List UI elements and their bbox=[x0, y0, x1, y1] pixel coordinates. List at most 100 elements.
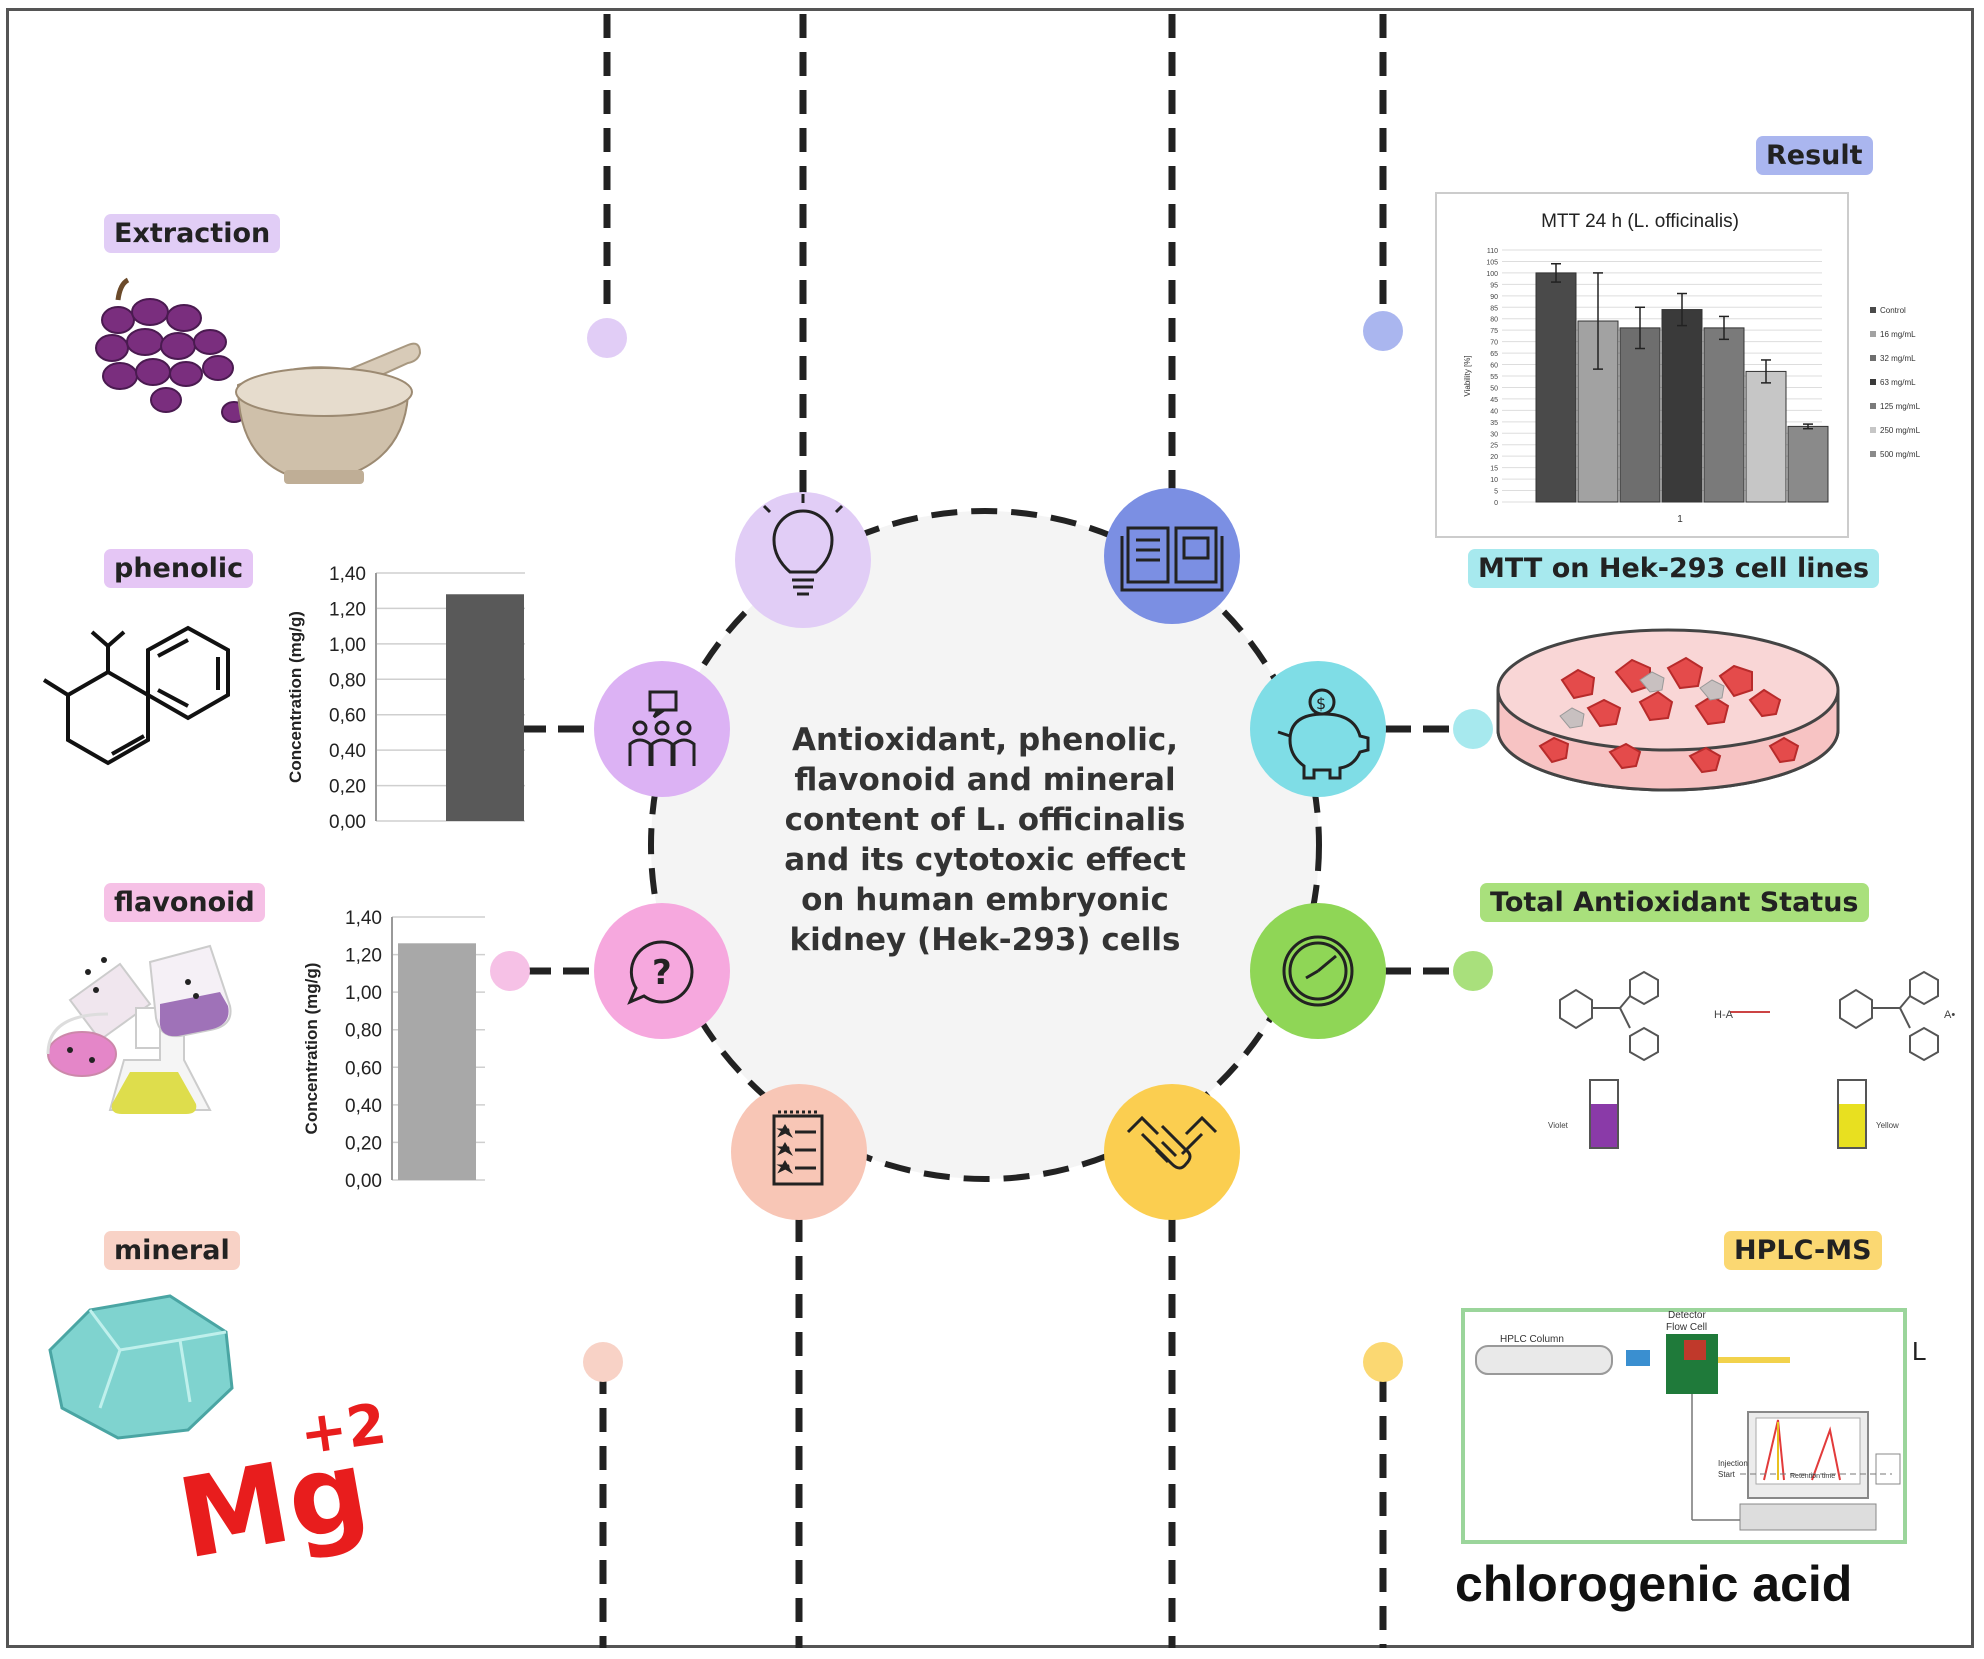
mtt-bar bbox=[1787, 425, 1829, 503]
y-tick-label: 75 bbox=[1490, 328, 1498, 335]
y-tick-label: 95 bbox=[1490, 282, 1498, 289]
y-tick-label: 105 bbox=[1486, 259, 1498, 266]
hplc-column-label: HPLC Column bbox=[1500, 1334, 1564, 1345]
y-tick-label: 60 bbox=[1490, 363, 1498, 370]
hplc-flow-cell-label: Flow Cell bbox=[1666, 1322, 1707, 1333]
mtt-bar bbox=[1661, 309, 1703, 503]
legend-label: 125 mg/mL bbox=[1880, 402, 1921, 411]
dot-hplc bbox=[1363, 1342, 1403, 1382]
y-tick-label: 65 bbox=[1490, 351, 1498, 358]
y-tick-label: 0,00 bbox=[345, 1171, 382, 1192]
y-axis-label: Concentration (mg/g) bbox=[302, 963, 321, 1135]
y-tick-label: 50 bbox=[1490, 385, 1498, 392]
y-tick-label: 110 bbox=[1487, 248, 1498, 255]
bar bbox=[398, 943, 476, 1180]
phenolic-structure-icon bbox=[42, 625, 230, 766]
petri-dish-illustration bbox=[1496, 628, 1840, 792]
y-tick-label: 0,80 bbox=[345, 1021, 382, 1042]
y-tick-label: 0,60 bbox=[329, 706, 366, 727]
piggy-bank-icon: $ bbox=[1277, 688, 1370, 780]
center-circle bbox=[648, 508, 1322, 1182]
hplc-injection-label: Injection bbox=[1718, 1459, 1748, 1468]
y-tick-label: 0,00 bbox=[329, 812, 366, 833]
hplc-edge-mark: L bbox=[1912, 1336, 1926, 1366]
mtt-chart: MTT 24 h (L. officinalis)051015202530354… bbox=[1435, 192, 1921, 538]
label-result: Result bbox=[1756, 136, 1873, 175]
y-tick-label: 90 bbox=[1490, 294, 1498, 301]
node-handshake bbox=[1104, 1084, 1240, 1220]
y-tick-label: 0,40 bbox=[329, 741, 366, 762]
y-tick-label: 0,40 bbox=[345, 1096, 382, 1117]
y-tick-label: 0,60 bbox=[345, 1058, 382, 1079]
y-tick-label: 0,80 bbox=[329, 670, 366, 691]
legend-swatch bbox=[1870, 331, 1876, 337]
y-tick-label: 1,40 bbox=[345, 908, 382, 929]
mortar-pestle-illustration bbox=[235, 342, 422, 484]
y-tick-label: 70 bbox=[1490, 340, 1498, 347]
y-tick-label: 0,20 bbox=[329, 777, 366, 798]
vertical-connectors bbox=[599, 14, 1387, 1648]
svg-text:?: ? bbox=[652, 953, 672, 993]
y-tick-label: 1,20 bbox=[329, 599, 366, 620]
mineral-charge: +2 bbox=[296, 1392, 390, 1468]
legend-label: 63 mg/mL bbox=[1880, 378, 1916, 387]
dpph-color-before-label: Violet bbox=[1548, 1121, 1569, 1130]
mtt-bar bbox=[1703, 327, 1745, 503]
y-tick-label: 45 bbox=[1490, 397, 1498, 404]
y-tick-label: 1,00 bbox=[329, 635, 366, 656]
clock-icon bbox=[1282, 935, 1354, 1007]
question-bubble-icon: ? bbox=[627, 940, 694, 1005]
node-checklist bbox=[731, 1084, 867, 1220]
node-people bbox=[594, 661, 730, 797]
y-tick-label: 15 bbox=[1490, 466, 1498, 473]
flavonoid-flasks-illustration bbox=[46, 944, 232, 1114]
open-book-icon bbox=[1120, 526, 1224, 592]
y-tick-label: 80 bbox=[1490, 317, 1498, 324]
lightbulb-icon bbox=[762, 494, 844, 596]
legend-swatch bbox=[1870, 403, 1876, 409]
y-tick-label: 85 bbox=[1490, 305, 1498, 312]
label-tas: Total Antioxidant Status bbox=[1480, 883, 1869, 922]
node-book bbox=[1104, 488, 1240, 624]
dot-mtt bbox=[1453, 709, 1493, 749]
mtt-bar bbox=[1619, 327, 1661, 503]
y-axis-label: Viability [%] bbox=[1463, 355, 1472, 396]
y-tick-label: 5 bbox=[1494, 489, 1498, 496]
y-tick-label: 0,20 bbox=[345, 1133, 382, 1154]
dot-flavonoid bbox=[490, 951, 530, 991]
phenolic-chart: 1,401,201,000,800,600,400,200,00Concentr… bbox=[286, 564, 525, 833]
dpph-reaction-diagram bbox=[1559, 970, 1939, 1149]
hplc-peak-label: Retention time bbox=[1790, 1473, 1835, 1480]
label-mineral: mineral bbox=[104, 1231, 240, 1270]
horizontal-connectors bbox=[520, 725, 1460, 975]
svg-text:$: $ bbox=[1316, 694, 1326, 713]
legend-swatch bbox=[1870, 355, 1876, 361]
legend-swatch bbox=[1870, 427, 1876, 433]
y-tick-label: 30 bbox=[1490, 431, 1498, 438]
legend-label: 250 mg/mL bbox=[1880, 426, 1921, 435]
hplc-detector-label: Detector bbox=[1668, 1310, 1706, 1321]
chart-title: MTT 24 h (L. officinalis) bbox=[1541, 211, 1739, 232]
mtt-bar bbox=[1745, 370, 1787, 503]
hplc-diagram bbox=[1461, 1308, 1907, 1544]
y-tick-label: 0 bbox=[1494, 500, 1498, 507]
dpph-color-after-label: Yellow bbox=[1876, 1121, 1899, 1130]
dot-extraction bbox=[587, 318, 627, 358]
y-tick-label: 1,20 bbox=[345, 946, 382, 967]
node-question: ? bbox=[594, 903, 730, 1039]
label-phenolic: phenolic bbox=[104, 549, 254, 588]
legend-label: 32 mg/mL bbox=[1880, 354, 1916, 363]
y-tick-label: 1,00 bbox=[345, 983, 382, 1004]
dot-result bbox=[1363, 311, 1403, 351]
legend-label: 16 mg/mL bbox=[1880, 330, 1916, 339]
mtt-bar bbox=[1535, 272, 1577, 503]
y-tick-label: 25 bbox=[1490, 443, 1498, 450]
label-mtt: MTT on Hek-293 cell lines bbox=[1468, 549, 1880, 588]
y-tick-label: 35 bbox=[1490, 420, 1498, 427]
node-idea bbox=[735, 492, 871, 628]
grapes-illustration bbox=[95, 277, 247, 423]
dpph-reactant-label: H-A bbox=[1714, 1009, 1734, 1021]
hplc-caption: chlorogenic acid bbox=[1455, 1556, 1853, 1612]
y-tick-label: 1,40 bbox=[329, 564, 366, 585]
bar bbox=[446, 594, 524, 821]
